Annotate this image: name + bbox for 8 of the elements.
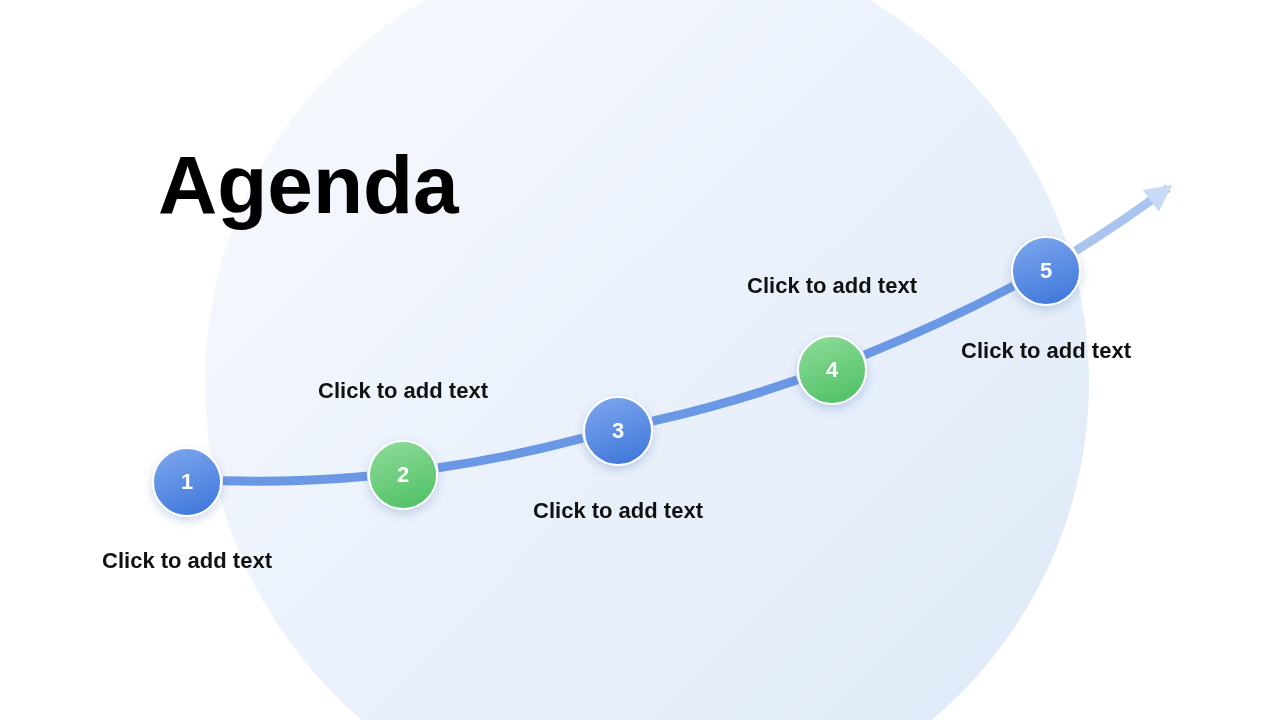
step-caption: Click to add text (960, 338, 1132, 364)
step-caption: Click to add text (746, 273, 918, 299)
step-circle: 1 (152, 447, 222, 517)
step-caption: Click to add text (101, 548, 273, 574)
step-caption: Click to add text (317, 378, 489, 404)
arrow (1073, 184, 1173, 255)
step-caption: Click to add text (532, 498, 704, 524)
title: Agenda (158, 138, 459, 232)
